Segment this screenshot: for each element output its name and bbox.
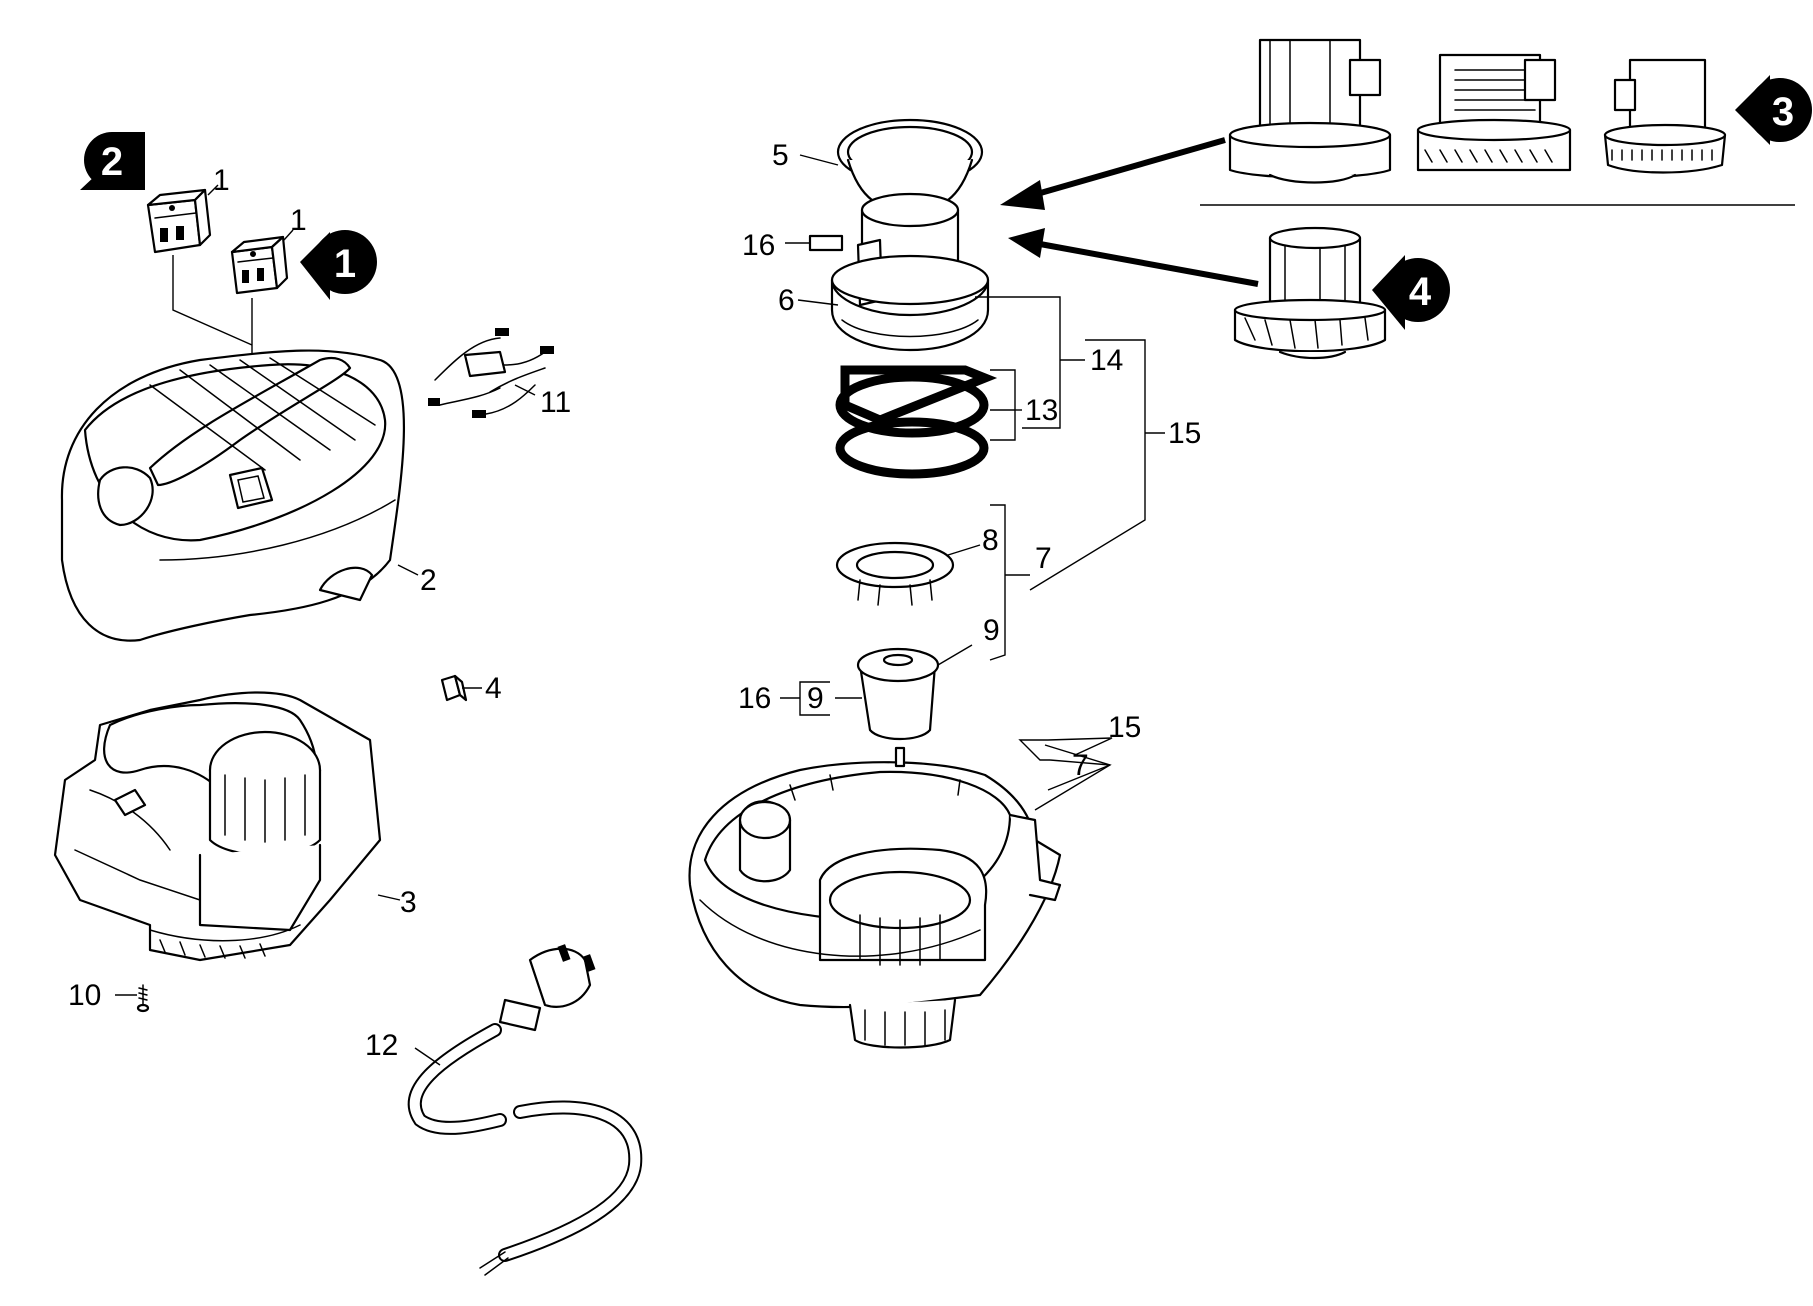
- filter-cap[interactable]: [856, 647, 940, 740]
- motor-housing-lower[interactable]: [53, 691, 382, 962]
- gasket-set[interactable]: [835, 365, 998, 479]
- callout-7-lower: 7: [1072, 749, 1089, 782]
- callout-8: 8: [982, 524, 999, 557]
- badge-3-number: 3: [1772, 90, 1794, 134]
- callout-9-upper: 9: [983, 614, 1000, 647]
- carbon-brush-ref-16: [785, 234, 844, 252]
- power-cord[interactable]: [407, 944, 643, 1276]
- switch-variant-2[interactable]: [146, 188, 212, 254]
- callout-16-upper: 16: [742, 229, 775, 262]
- variant-badge-2[interactable]: 2: [80, 132, 145, 190]
- callout-6: 6: [778, 284, 795, 317]
- cable-harness[interactable]: [428, 328, 554, 418]
- callout-1-top: 1: [213, 164, 230, 197]
- motor-variant-3c[interactable]: [1603, 58, 1727, 174]
- callout-10: 10: [68, 979, 101, 1012]
- badge-4-number: 4: [1409, 270, 1432, 314]
- fan-motor[interactable]: [830, 192, 990, 352]
- motor-variant-3b[interactable]: [1416, 53, 1572, 172]
- callout-4: 4: [485, 672, 502, 705]
- callout-11: 11: [540, 386, 571, 419]
- filter-frame[interactable]: [835, 541, 955, 606]
- container-housing[interactable]: [688, 746, 1062, 1049]
- callout-14: 14: [1090, 344, 1123, 377]
- callout-5: 5: [772, 139, 789, 172]
- callout-12: 12: [365, 1029, 398, 1062]
- motor-head-cover[interactable]: [60, 349, 406, 642]
- motor-variant-3a[interactable]: [1228, 38, 1392, 184]
- motor-variant-4[interactable]: [1233, 226, 1387, 360]
- variant-badge-4[interactable]: 4: [1372, 255, 1450, 330]
- switch-variant-1[interactable]: [230, 235, 289, 295]
- callout-16-lower: 16: [738, 682, 771, 715]
- callout-2: 2: [420, 564, 437, 597]
- badge-1-number: 1: [334, 242, 356, 286]
- callout-13: 13: [1025, 394, 1058, 427]
- arrow-variant-3-to-motor: [1000, 137, 1226, 210]
- callout-7-upper: 7: [1035, 542, 1052, 575]
- callout-1-lower: 1: [290, 204, 307, 237]
- screw[interactable]: [136, 984, 150, 1013]
- clip-part[interactable]: [440, 674, 468, 702]
- variant-badge-1[interactable]: 1: [300, 230, 377, 300]
- callout-3: 3: [400, 886, 417, 919]
- arrow-variant-4-to-motor: [1008, 228, 1259, 287]
- callout-15-lower: 15: [1108, 711, 1141, 744]
- callout-15-upper: 15: [1168, 417, 1201, 450]
- variant-badge-3[interactable]: 3: [1735, 75, 1812, 145]
- callout-9-lower: 9: [807, 682, 824, 715]
- badge-2-number: 2: [101, 140, 123, 184]
